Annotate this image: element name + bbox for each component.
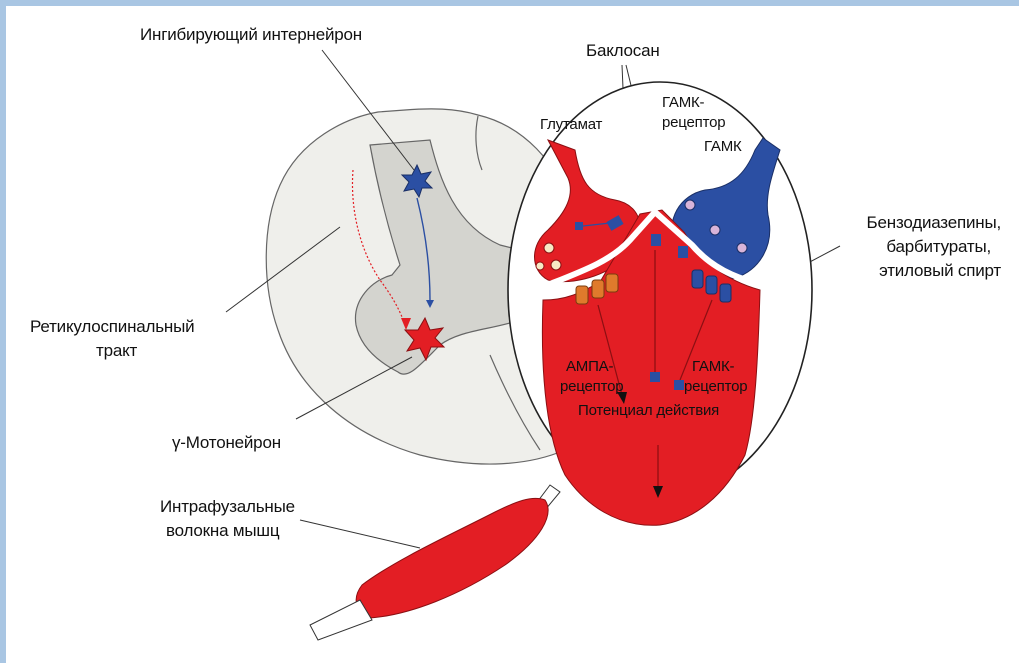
label-gaba-receptor-bottom-2: рецептор — [684, 378, 747, 396]
gaba-b-receptor-left — [651, 234, 661, 246]
label-gaba-receptor-top-1: ГАМК- — [662, 94, 704, 112]
label-glutamate: Глутамат — [540, 116, 602, 134]
label-intrafusal-2: волокна мышц — [166, 520, 279, 541]
gaba-vesicle-1 — [685, 200, 695, 210]
post-signal-square-1 — [650, 372, 660, 382]
label-benzodiazepines-3: этиловый спирт — [879, 260, 1001, 281]
label-inhibitory-interneuron: Ингибирующий интернейрон — [140, 24, 362, 45]
label-ampa-receptor-2: рецептор — [560, 378, 623, 396]
glutamate-vesicle-2 — [536, 262, 544, 270]
post-signal-square-2 — [674, 380, 684, 390]
label-gaba-receptor-bottom-1: ГАМК- — [692, 358, 734, 376]
label-intrafusal-1: Интрафузальные — [160, 496, 295, 517]
label-gamma-motoneuron: γ-Мотонейрон — [172, 432, 281, 453]
leader-intrafusal — [300, 520, 420, 548]
label-benzodiazepines-1: Бензодиазепины, — [867, 212, 1001, 233]
label-baclosan: Баклосан — [586, 40, 660, 61]
gaba-b-receptor-right — [678, 246, 688, 258]
gaba-vesicle-3 — [737, 243, 747, 253]
glutamate-vesicle-1 — [544, 243, 554, 253]
muscle-fibre-body — [356, 498, 548, 618]
intrafusal-fibre — [310, 485, 560, 640]
label-gaba: ГАМК — [704, 138, 742, 156]
label-action-potential: Потенциал действия — [578, 402, 719, 420]
label-benzodiazepines-2: барбитураты, — [886, 236, 991, 257]
label-reticulospinal-1: Ретикулоспинальный — [30, 316, 194, 337]
glutamate-receptor-small — [575, 222, 583, 230]
glutamate-vesicle-3 — [551, 260, 561, 270]
label-ampa-receptor-1: АМПА- — [566, 358, 613, 376]
label-reticulospinal-2: тракт — [96, 340, 137, 361]
label-gaba-receptor-top-2: рецептор — [662, 114, 725, 132]
gaba-vesicle-2 — [710, 225, 720, 235]
